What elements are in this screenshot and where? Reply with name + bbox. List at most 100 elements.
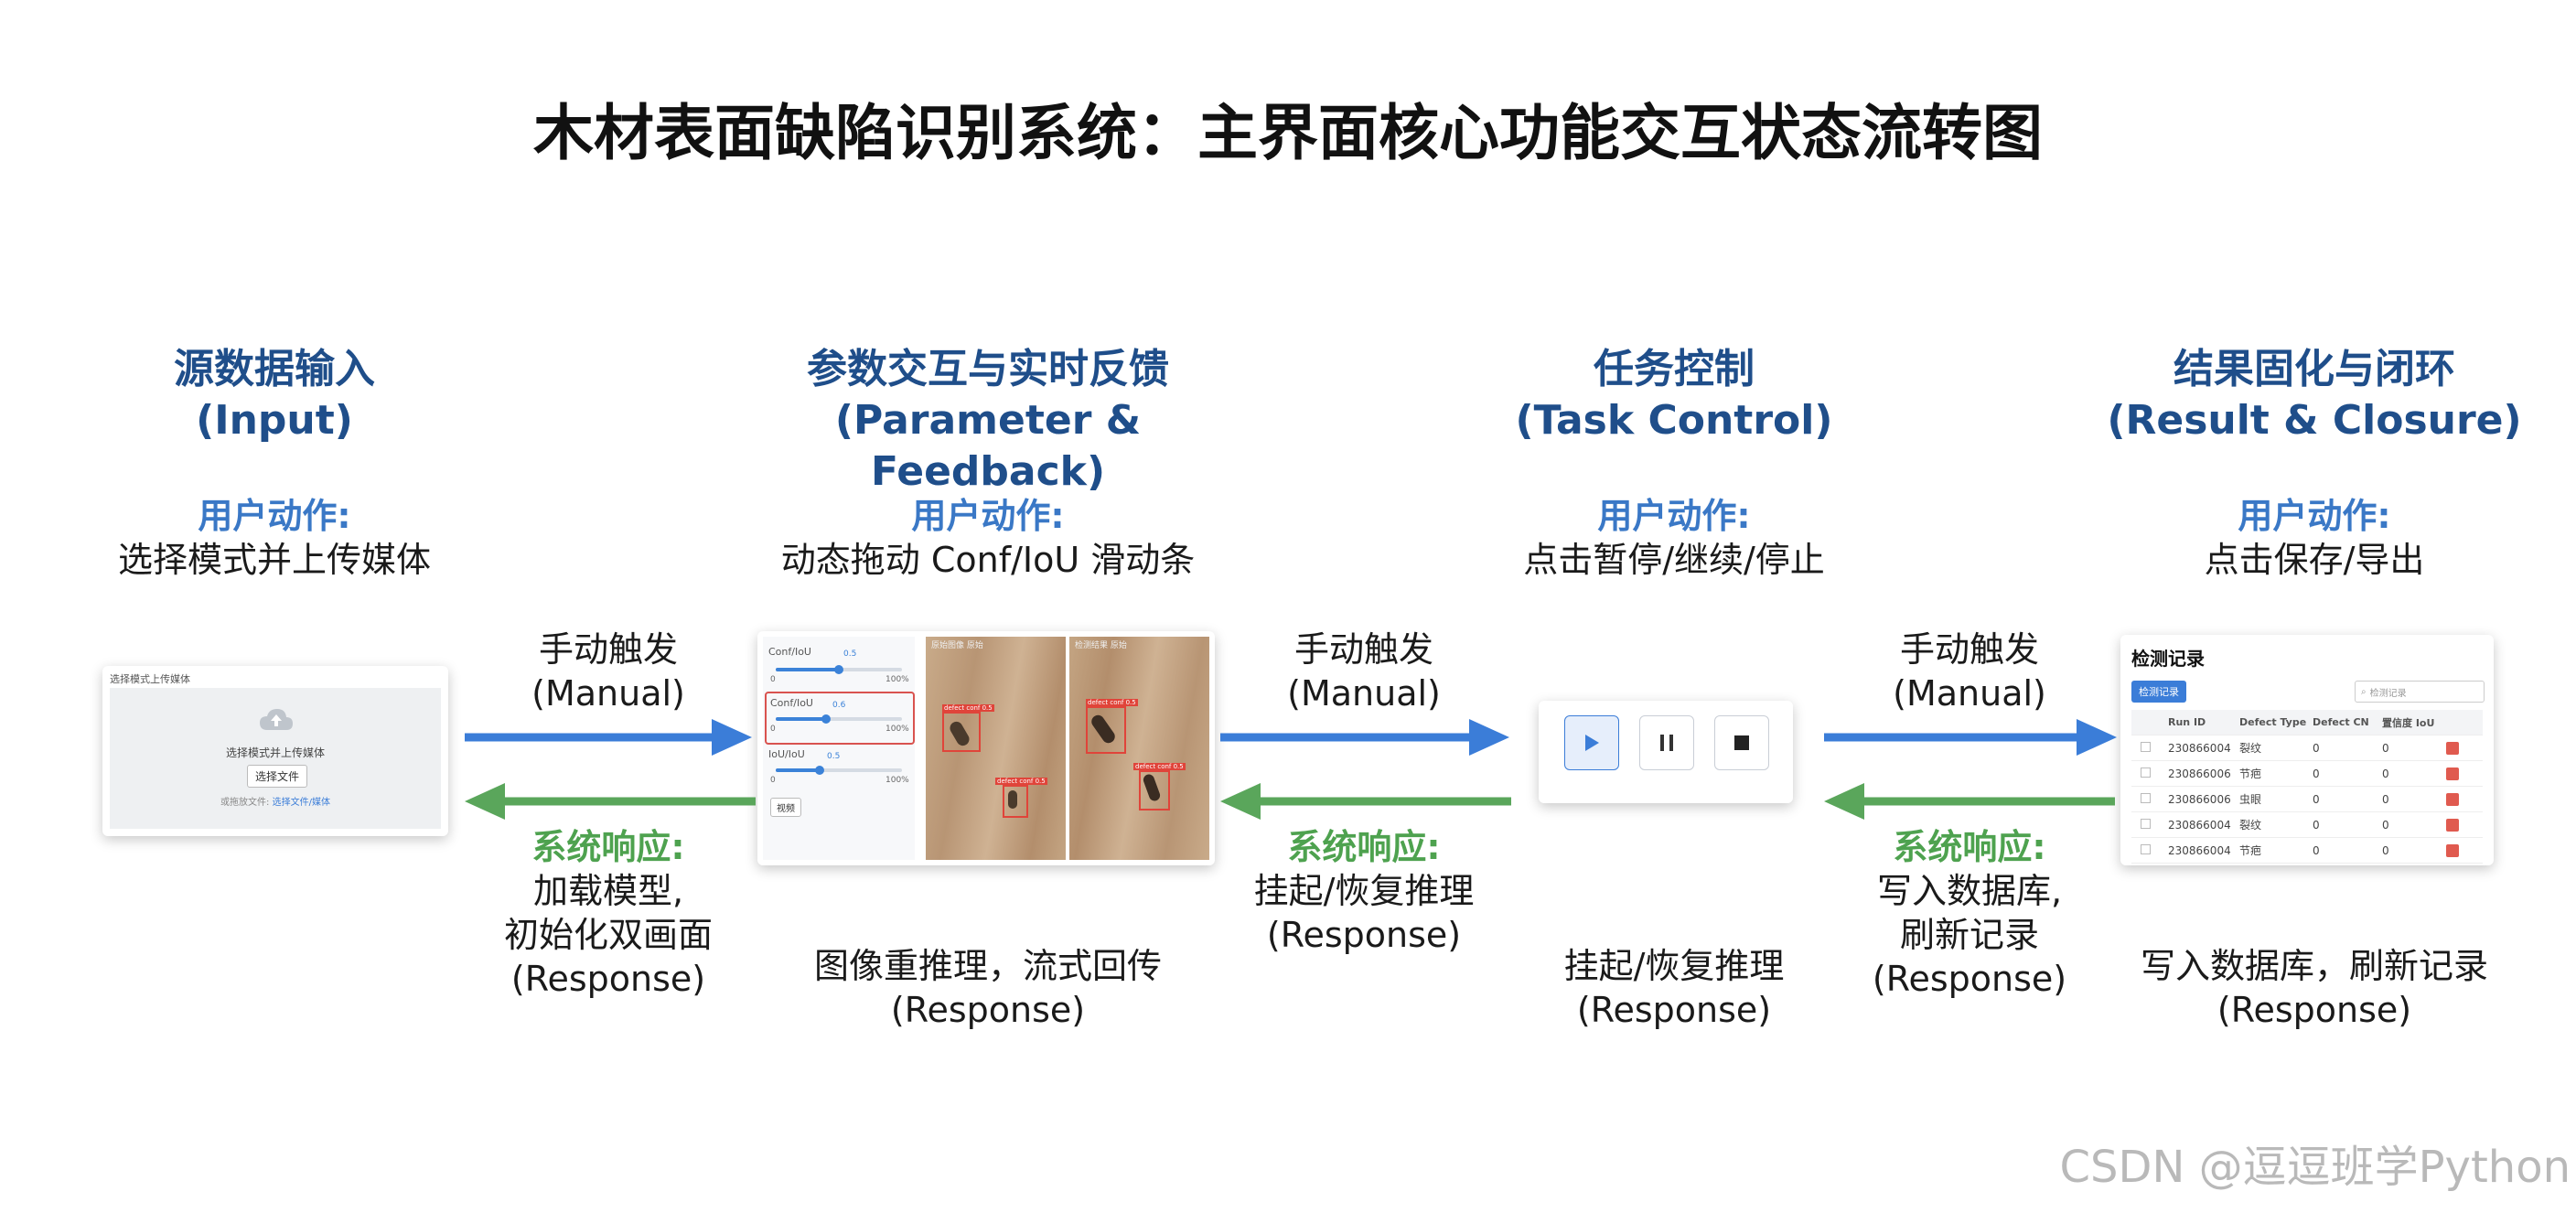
conf-slider-track[interactable] [776, 665, 902, 674]
cell-defect-cn: 0 [2313, 792, 2320, 806]
cell-defect-type: 节疤 [2239, 768, 2262, 780]
response-text: 初始化双画面 [503, 915, 713, 955]
cell-defect-cn: 0 [2313, 767, 2320, 780]
stage-bottom-text-en: (Response) [890, 990, 1086, 1030]
cell-defect-type: 裂纹 [2239, 742, 2262, 755]
iou-slider-label: Conf/IoU [770, 697, 813, 709]
stage-bottom-text: 挂起/恢复推理 [1563, 946, 1785, 986]
table-row[interactable]: 230866004 节疤 0 0 [2131, 838, 2483, 864]
delete-icon[interactable] [2446, 843, 2459, 857]
iou2-slider-knob[interactable] [815, 766, 825, 775]
trigger-text: 手动触发 [538, 629, 678, 670]
upload-hint-link[interactable]: 选择文件/媒体 [272, 798, 330, 808]
row-checkbox[interactable] [2141, 843, 2151, 854]
stage-params-title: 参数交互与实时反馈 (Parameter & Feedback) [714, 344, 1262, 498]
cell-defect-type: 裂纹 [2239, 819, 2262, 832]
iou-slider-track[interactable] [776, 714, 902, 724]
stage-control-bottom: 挂起/恢复推理 (Response) [1482, 944, 1866, 1032]
table-row[interactable]: 230866004 裂纹 0 0 [2131, 735, 2483, 761]
choose-file-button[interactable]: 选择文件 [247, 765, 308, 788]
table-row[interactable]: 230866006 节疤 0 0 [2131, 761, 2483, 787]
stage-result-title-en: (Result & Closure) [2107, 397, 2522, 444]
cell-run-id: 230866006 [2168, 792, 2231, 806]
stage-bottom-text: 图像重推理，流式回传 [813, 946, 1162, 986]
table-row[interactable]: 230866006 虫眼 0 0 [2131, 787, 2483, 812]
delete-icon[interactable] [2446, 767, 2459, 780]
video-button[interactable]: 视频 [770, 798, 801, 817]
upload-drop-zone[interactable]: 选择模式并上传媒体 选择文件 或拖放文件: 选择文件/媒体 [110, 688, 441, 829]
row-checkbox[interactable] [2141, 767, 2151, 778]
cell-defect-cn: 0 [2313, 843, 2320, 857]
cell-confidence: 0 [2382, 767, 2389, 780]
records-search-placeholder: 检测记录 [2369, 688, 2407, 699]
records-table-header: Run ID Defect Type Defect CN 置信度 IoU [2131, 710, 2483, 735]
delete-icon[interactable] [2446, 741, 2459, 755]
cell-defect-cn: 0 [2313, 818, 2320, 832]
params-mock-window: Conf/IoU 0.5 0 100% Conf/IoU 0.6 0 100% … [757, 631, 1215, 865]
transition-3-response: 写入数据库, 刷新记录 (Response) [1819, 869, 2120, 1001]
iou-slider-knob[interactable] [821, 714, 832, 724]
stage-params-title-en: (Parameter & Feedback) [834, 397, 1142, 495]
transition-2-response: 挂起/恢复推理 (Response) [1213, 869, 1515, 957]
table-row[interactable]: 230866004 裂纹 0 0 [2131, 812, 2483, 838]
upload-hint: 或拖放文件: 选择文件/媒体 [110, 794, 441, 808]
transition-1-trigger: 手动触发 (Manual) [476, 628, 741, 715]
detection-label: defect conf 0.5 [995, 778, 1047, 785]
stage-input-action-text: 选择模式并上传媒体 [117, 540, 431, 580]
cell-defect-type: 节疤 [2239, 844, 2262, 857]
stage-control-title-en: (Task Control) [1515, 397, 1833, 444]
detection-box [942, 712, 981, 752]
stop-icon [1734, 735, 1749, 750]
cell-confidence: 0 [2382, 792, 2389, 806]
backward-arrowhead-3 [1824, 783, 1864, 820]
iou2-slider-label: IoU/IoU [768, 748, 805, 760]
response-text: 写入数据库, [1876, 871, 2063, 911]
iou2-slider-track[interactable] [776, 766, 902, 775]
stage-result-title: 结果固化与闭环 (Result & Closure) [2095, 344, 2534, 446]
control-mock-window [1539, 701, 1793, 803]
result-panel-label: 检测结果 原始 [1075, 641, 1127, 650]
response-text: 挂起/恢复推理 [1253, 871, 1475, 911]
response-text-en: (Response) [1872, 959, 2067, 999]
original-image-panel: 原始图像 原始 defect conf 0.5 defect conf 0.5 [926, 637, 1066, 860]
col-run-id: Run ID [2168, 716, 2206, 728]
active-slider-highlight [765, 692, 915, 745]
stage-bottom-text: 写入数据库，刷新记录 [2140, 946, 2488, 986]
iou2-slider-max: 100% [886, 776, 909, 785]
stage-result-action-text: 点击保存/导出 [2204, 540, 2425, 580]
stage-input-title-en: (Input) [196, 397, 353, 444]
trigger-text-en: (Manual) [531, 673, 685, 714]
delete-icon[interactable] [2446, 792, 2459, 806]
response-text: 加载模型, [532, 871, 684, 911]
stage-result-action-label: 用户动作: [2238, 496, 2391, 536]
original-panel-label: 原始图像 原始 [931, 641, 983, 650]
records-search-input[interactable]: ⌕ 检测记录 [2355, 681, 2485, 703]
row-checkbox[interactable] [2141, 818, 2151, 829]
trigger-text-en: (Manual) [1893, 673, 2046, 714]
records-tab[interactable]: 检测记录 [2131, 681, 2186, 703]
upload-prompt: 选择模式并上传媒体 [225, 746, 325, 759]
conf-slider-min: 0 [770, 675, 776, 684]
stage-input-action-label: 用户动作: [198, 496, 351, 536]
delete-icon[interactable] [2446, 818, 2459, 832]
row-checkbox[interactable] [2141, 741, 2151, 752]
col-confidence: 置信度 IoU [2382, 716, 2435, 729]
stage-params-title-cn: 参数交互与实时反馈 [807, 346, 1169, 392]
stage-result-bottom: 写入数据库，刷新记录 (Response) [2095, 944, 2534, 1032]
conf-slider-knob[interactable] [834, 665, 843, 674]
records-table: Run ID Defect Type Defect CN 置信度 IoU 230… [2131, 710, 2483, 864]
transition-3-response-label: 系统响应: [1893, 827, 2046, 867]
cell-defect-cn: 0 [2313, 741, 2320, 755]
pause-button[interactable] [1639, 715, 1694, 770]
search-icon: ⌕ [2361, 686, 2367, 697]
response-text-en: (Response) [1266, 915, 1462, 955]
upload-hint-prefix: 或拖放文件: [220, 798, 270, 808]
stage-control-title-cn: 任务控制 [1594, 346, 1755, 392]
stop-button[interactable] [1714, 715, 1769, 770]
detection-box [1086, 706, 1126, 754]
conf-slider-value: 0.5 [843, 649, 857, 659]
defect-mark [1008, 790, 1017, 809]
row-checkbox[interactable] [2141, 792, 2151, 803]
play-button[interactable] [1564, 715, 1619, 770]
